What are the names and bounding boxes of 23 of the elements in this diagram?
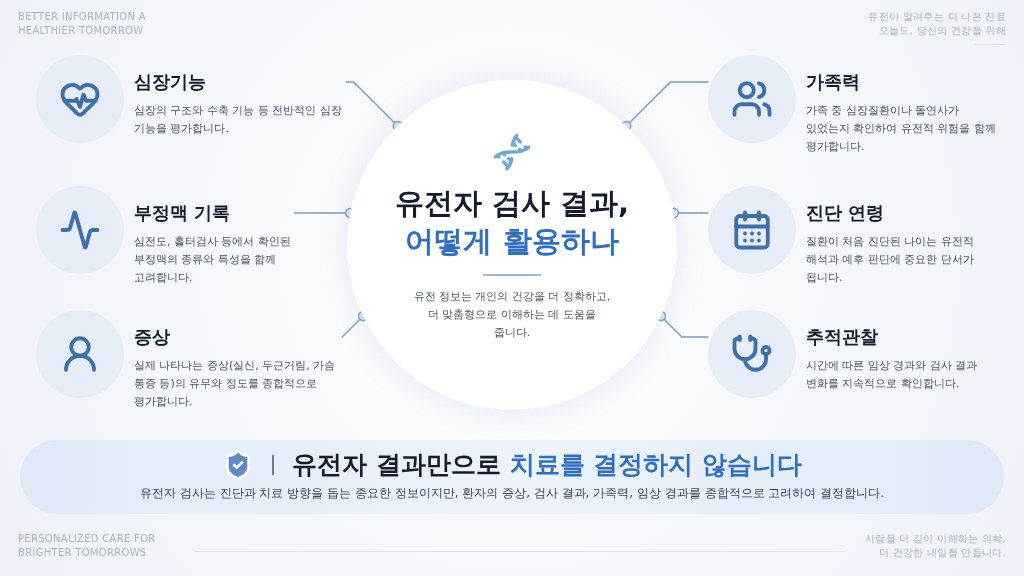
item-description: 시간에 따른 임상 경과와 검사 결과 변화를 지속적으로 확인합니다. — [806, 358, 979, 392]
connector-line — [621, 81, 709, 132]
item-heading: 심장기능 — [134, 70, 206, 94]
item-heading: 추적관찰 — [806, 325, 878, 349]
item-heading: 진단 연령 — [806, 201, 885, 225]
item-description: 질환이 처음 진단된 나이는 유전적 해석과 예후 판단에 중요한 단서가 됩니다. — [806, 234, 975, 286]
banner-text: 유전자 검사는 진단과 치료 방향을 돕는 종요한 정보이지만, 환자의 증상, 검사 결과, 가족력, 임상 경과를 종합적으로 고려하여 결정합니다. — [140, 485, 884, 502]
title-text: 어떻게 활용하나 — [405, 223, 619, 260]
item-description: 심장의 구조와 수축 기능 등 전반적인 심장 기능을 평가합니다. — [134, 103, 343, 137]
corner-note: 사람을 더 깊이 이해하는 의학, 더 건강한 내일을 만듭니다. — [864, 532, 1006, 560]
corner-note: 유전이 알려주는 더 나은 진료 오늘도, 당신의 건강을 위해 — [867, 10, 1006, 38]
title-text: 유전자 검사 결과, — [394, 185, 630, 222]
item-description: 가족 중 심장질환이나 돌연사가 있었는지 확인하여 유전적 위험을 함께 평가합니다. — [806, 103, 997, 155]
corner-note: PERSONALIZED CARE FOR BRIGHTER TOMORROWS — [18, 532, 157, 560]
corner-note: BETTER INFORMATION A HEALTHIER TOMORROW — [18, 10, 147, 38]
item-description: 심전도, 홀터검사 등에서 확인된 부정맥의 종류와 특성을 함께 고려합니다. — [134, 234, 292, 286]
connector-line — [345, 81, 403, 132]
description-text: 유전 정보는 개인의 건강을 더 정확하고, 더 맞춤형으로 이해하는 데 도움을 줍니다. — [412, 289, 612, 341]
banner-heading: 유전자 결과만으로 치료를 결정하지 않습니다 — [292, 449, 802, 481]
item-heading: 부정맥 기록 — [134, 201, 231, 225]
item-description: 실제 나타나는 증상(실신, 두근거림, 가슴 통증 등)의 유무와 정도를 종합적으로 평가합니다. — [134, 358, 337, 410]
item-heading: 가족력 — [806, 70, 860, 94]
item-heading: 증상 — [134, 325, 170, 349]
